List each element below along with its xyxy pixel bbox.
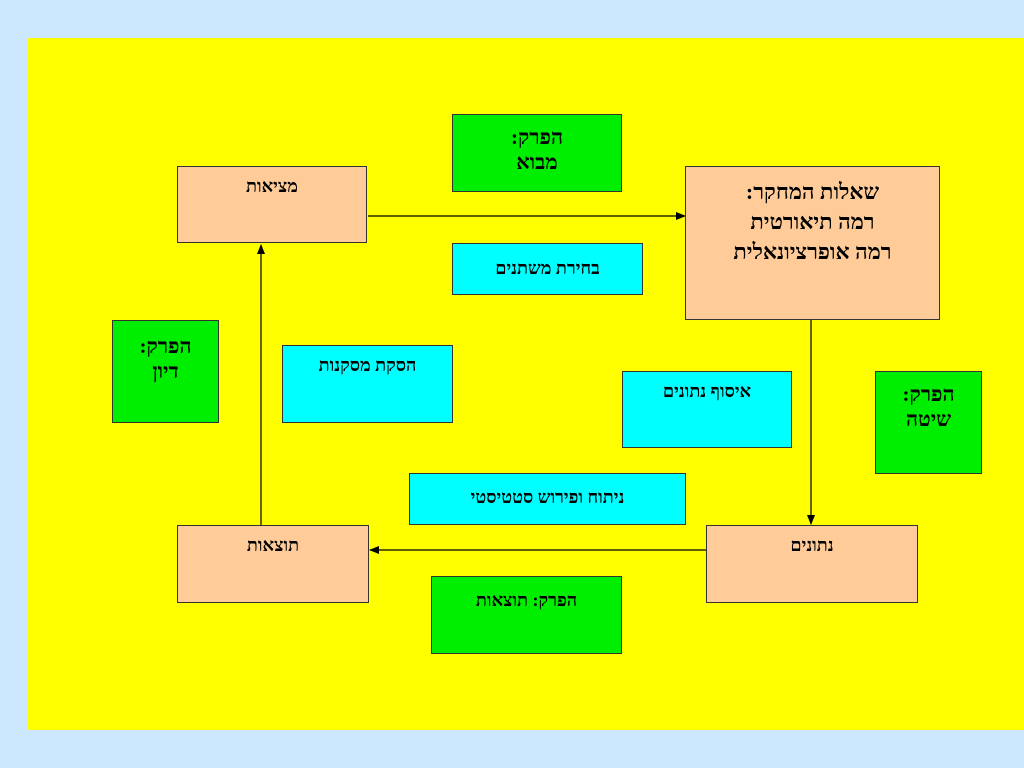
chapter-discussion-line2: דיון bbox=[152, 359, 179, 383]
data-box: נתונים bbox=[706, 525, 918, 603]
research-questions-line1: שאלות המחקר: bbox=[745, 179, 880, 204]
variable-selection-label: בחירת משתנים bbox=[495, 258, 600, 278]
data-label: נתונים bbox=[790, 535, 834, 555]
variable-selection-box: בחירת משתנים bbox=[452, 243, 643, 295]
findings-label: מציאות bbox=[246, 176, 298, 196]
statistical-analysis-box: ניתוח ופירוש סטטיסטי bbox=[409, 473, 686, 525]
chapter-intro-box: הפרק: מבוא bbox=[452, 114, 622, 192]
chapter-method-box: הפרק: שיטה bbox=[875, 371, 982, 474]
data-collection-label: איסוף נתונים bbox=[662, 381, 752, 401]
conclusions-label: הסקת מסקנות bbox=[318, 355, 417, 375]
findings-box: מציאות bbox=[177, 166, 367, 243]
chapter-discussion-box: הפרק: דיון bbox=[112, 320, 219, 423]
statistical-analysis-label: ניתוח ופירוש סטטיסטי bbox=[470, 487, 625, 507]
chapter-intro-line2: מבוא bbox=[516, 150, 558, 174]
research-questions-box: שאלות המחקר: רמה תיאורטית רמה אופרציונאל… bbox=[685, 166, 940, 320]
results-label: תוצאות bbox=[246, 535, 300, 555]
chapter-method-line1: הפרק: bbox=[902, 382, 955, 406]
data-collection-box: איסוף נתונים bbox=[622, 371, 792, 448]
chapter-discussion-line1: הפרק: bbox=[139, 334, 192, 358]
chapter-results-label: הפרק: תוצאות bbox=[475, 590, 578, 610]
research-questions-line2: רמה תיאורטית bbox=[750, 209, 875, 234]
results-box: תוצאות bbox=[177, 525, 369, 603]
conclusions-box: הסקת מסקנות bbox=[282, 345, 453, 423]
chapter-intro-line1: הפרק: bbox=[510, 125, 564, 149]
chapter-results-box: הפרק: תוצאות bbox=[431, 576, 622, 654]
chapter-method-line2: שיטה bbox=[905, 407, 952, 431]
research-questions-line3: רמה אופרציונאלית bbox=[733, 239, 892, 264]
